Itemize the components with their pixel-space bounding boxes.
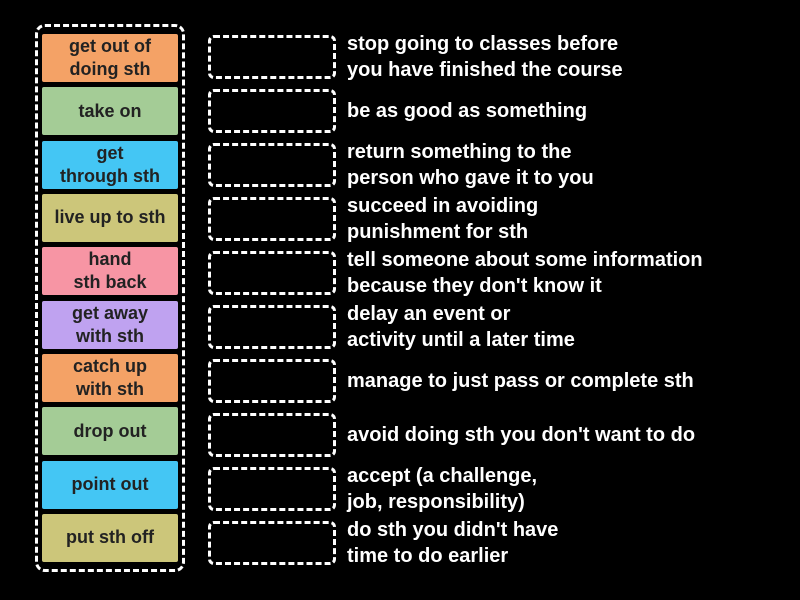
word-tile-put-sth-off[interactable]: put sth off — [42, 513, 178, 562]
definition-text: stop going to classes before you have fi… — [347, 33, 623, 81]
match-row: tell someone about some information beca… — [208, 249, 703, 297]
word-tile-take-on[interactable]: take on — [42, 87, 178, 136]
definition-text: do sth you didn't have time to do earlie… — [347, 519, 559, 567]
match-row: be as good as something — [208, 89, 703, 133]
definition-text: avoid doing sth you don't want to do — [347, 424, 696, 446]
word-tile-point-out[interactable]: point out — [42, 460, 178, 509]
definition-text: accept (a challenge, job, responsibility… — [347, 465, 538, 513]
answer-drop-zone-7[interactable] — [208, 359, 336, 403]
answer-drop-zone-2[interactable] — [208, 89, 336, 133]
match-row: accept (a challenge, job, responsibility… — [208, 465, 703, 513]
answer-drop-zone-6[interactable] — [208, 305, 336, 349]
match-row: delay an event or activity until a later… — [208, 303, 703, 351]
answer-rows: stop going to classes before you have fi… — [208, 33, 703, 567]
answer-drop-zone-10[interactable] — [208, 521, 336, 565]
definition-text: succeed in avoiding punishment for sth — [347, 195, 539, 243]
word-tile-hand-sth-back[interactable]: hand sth back — [42, 247, 178, 296]
definition-text: tell someone about some information beca… — [347, 249, 703, 297]
word-tile-get-through-sth[interactable]: get through sth — [42, 140, 178, 189]
answer-drop-zone-4[interactable] — [208, 197, 336, 241]
word-tiles-panel: get out of doing sth take on get through… — [35, 24, 185, 572]
definition-text: be as good as something — [347, 100, 588, 122]
word-tile-get-away-with-sth[interactable]: get away with sth — [42, 300, 178, 349]
match-row: avoid doing sth you don't want to do — [208, 413, 703, 457]
answer-drop-zone-9[interactable] — [208, 467, 336, 511]
match-row: manage to just pass or complete sth — [208, 359, 703, 403]
match-row: stop going to classes before you have fi… — [208, 33, 703, 81]
answer-drop-zone-3[interactable] — [208, 143, 336, 187]
word-tile-live-up-to-sth[interactable]: live up to sth — [42, 193, 178, 242]
definition-text: return something to the person who gave … — [347, 141, 594, 189]
word-tile-drop-out[interactable]: drop out — [42, 407, 178, 456]
answer-drop-zone-5[interactable] — [208, 251, 336, 295]
word-tile-catch-up-with-sth[interactable]: catch up with sth — [42, 353, 178, 402]
answer-drop-zone-8[interactable] — [208, 413, 336, 457]
match-row: succeed in avoiding punishment for sth — [208, 195, 703, 243]
definition-text: manage to just pass or complete sth — [347, 370, 694, 392]
definition-text: delay an event or activity until a later… — [347, 303, 575, 351]
answer-drop-zone-1[interactable] — [208, 35, 336, 79]
match-row: do sth you didn't have time to do earlie… — [208, 519, 703, 567]
match-row: return something to the person who gave … — [208, 141, 703, 189]
word-tile-get-out-of-doing-sth[interactable]: get out of doing sth — [42, 34, 178, 82]
